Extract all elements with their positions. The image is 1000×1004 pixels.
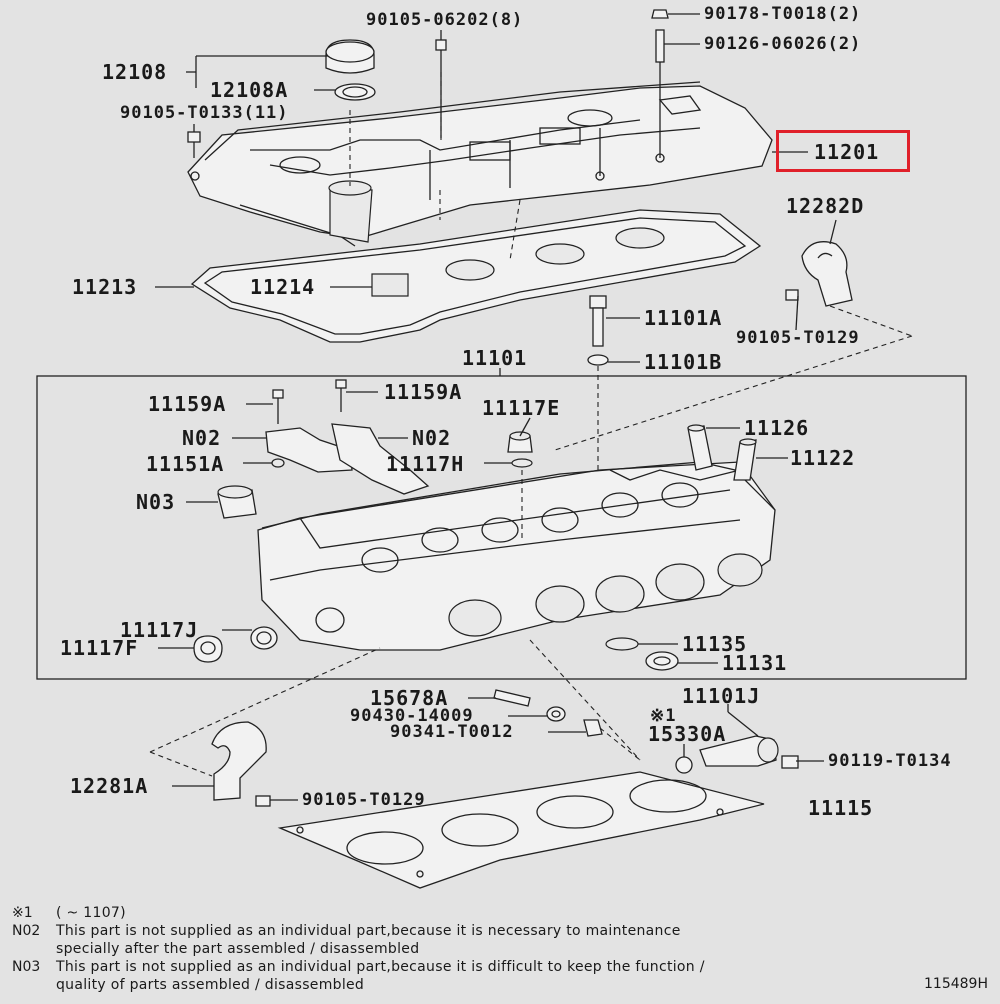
cover-bolts [187,9,669,158]
label-11159a-right[interactable]: 11159A [384,380,463,404]
label-11101j[interactable]: 11101J [682,684,761,708]
engine-hanger-front [211,721,271,807]
footnote-key: N03 [12,959,41,975]
footnote-row: quality of parts assembled / disassemble… [12,976,992,994]
label-90430-14009[interactable]: 90430-14009 [350,706,474,726]
union-fitting [675,735,799,774]
label-11101a[interactable]: 11101A [644,306,723,330]
plug-and-gasket [507,431,533,540]
footnote-key [12,940,56,958]
label-90105-t0133[interactable]: 90105-T0133(11) [120,103,289,123]
label-90126-06026[interactable]: 90126-06026(2) [704,34,862,54]
label-11117h[interactable]: 11117H [386,452,465,476]
label-90105-t0129-bottom[interactable]: 90105-T0129 [302,790,426,810]
footnote-text: ( ~ 1107) [56,905,126,921]
footnote-row: N03 This part is not supplied as an indi… [12,958,992,976]
label-11101b[interactable]: 11101B [644,350,723,374]
oil-filler-cap [325,39,376,101]
spark-plug-tube [217,485,257,519]
footnote-key: ※1 [12,905,33,921]
valve-guides [687,424,757,481]
label-11115[interactable]: 11115 [808,796,874,820]
footnote-text: specially after the part assembled / dis… [56,941,420,957]
footnote-row: specially after the part assembled / dis… [12,940,992,958]
cylinder-head-cover [187,81,773,247]
label-note-mark-1: ※1 [650,706,677,726]
cylinder-head-gasket [277,771,765,889]
head-bolt [587,295,609,366]
label-11117j[interactable]: 11117J [120,618,199,642]
label-11214[interactable]: 11214 [250,275,316,299]
label-90341-t0012[interactable]: 90341-T0012 [390,722,514,742]
label-12282d[interactable]: 12282D [786,194,865,218]
footnote-row: ※1 ( ~ 1107) [12,904,992,922]
label-11122[interactable]: 11122 [790,446,856,470]
label-90119-t0134[interactable]: 90119-T0134 [828,751,952,771]
seals [605,637,679,671]
label-n03[interactable]: N03 [136,490,176,514]
camshaft-bearing-caps [265,379,430,495]
label-12281a[interactable]: 12281A [70,774,149,798]
engine-hanger-rear [785,241,853,307]
label-15678a[interactable]: 15678A [370,686,449,710]
footnote-text: This part is not supplied as an individu… [56,923,681,939]
phantom-lines [149,72,913,777]
label-11131[interactable]: 11131 [722,651,788,675]
label-12108[interactable]: 12108 [102,60,168,84]
document-id: 115489H [924,976,988,992]
head-cover-gasket [190,209,762,343]
highlight-box [776,130,910,172]
lower-fasteners [493,689,603,737]
label-90105-t0129-top[interactable]: 90105-T0129 [736,328,860,348]
label-11117f[interactable]: 11117F [60,636,139,660]
footnote-key [12,976,56,994]
label-11213[interactable]: 11213 [72,275,138,299]
footnote-text: This part is not supplied as an individu… [56,959,705,975]
leader-lines [155,13,837,801]
label-11126[interactable]: 11126 [744,416,810,440]
cylinder-head-group-box [36,375,967,680]
label-90105-06202[interactable]: 90105-06202(8) [366,10,524,30]
label-n02-right[interactable]: N02 [412,426,452,450]
footnote-key: N02 [12,923,41,939]
footnote-row: N02 This part is not supplied as an indi… [12,922,992,940]
footnote-text: quality of parts assembled / disassemble… [56,977,365,993]
label-15330a[interactable]: 15330A [648,722,727,746]
cup-plugs [193,626,278,663]
cylinder-head [257,461,776,651]
label-11159a-left[interactable]: 11159A [148,392,227,416]
label-n02-left[interactable]: N02 [182,426,222,450]
label-11101[interactable]: 11101 [462,346,528,370]
label-12108a[interactable]: 12108A [210,78,289,102]
label-11151a[interactable]: 11151A [146,452,225,476]
label-11135[interactable]: 11135 [682,632,748,656]
label-11201[interactable]: 11201 [814,140,880,164]
label-11117e[interactable]: 11117E [482,396,561,420]
footnotes: ※1 ( ~ 1107) N02 This part is not suppli… [12,904,992,994]
label-90178-t0018[interactable]: 90178-T0018(2) [704,4,862,24]
